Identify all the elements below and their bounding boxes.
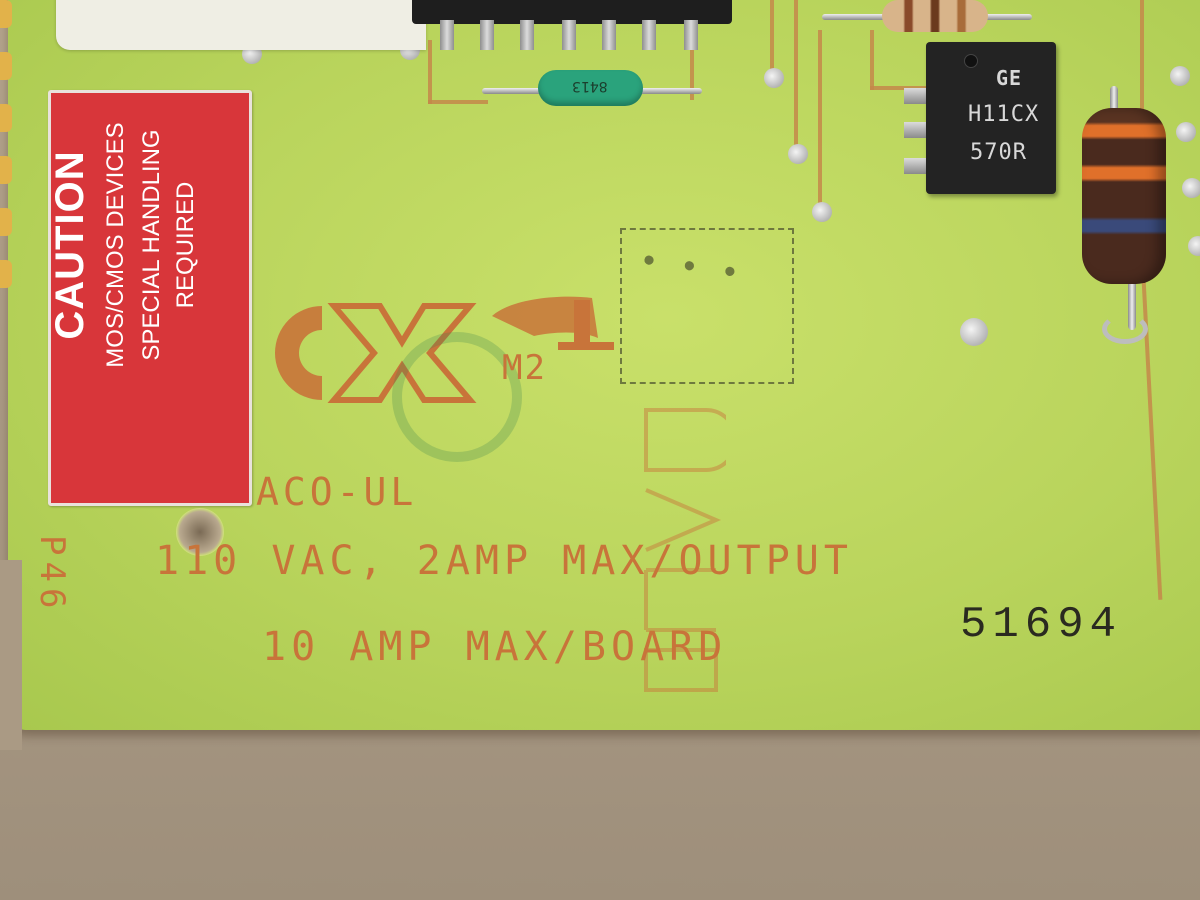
chip-pin [904, 158, 930, 174]
brown-resistor [1082, 108, 1166, 284]
gold-edge-pin [0, 208, 12, 236]
copper-trace [690, 40, 694, 100]
caution-line-3: REQUIRED [172, 181, 199, 309]
copper-trace [870, 86, 930, 90]
caution-line-1: MOS/CMOS DEVICES [102, 122, 129, 368]
board-edge-notch [0, 560, 22, 750]
resistor-marking: 8413 [572, 78, 608, 94]
silkscreen-rating-line-2: 10 AMP MAX/BOARD [262, 624, 728, 670]
tan-resistor [882, 0, 988, 32]
caution-label [48, 90, 252, 506]
ic-pin [520, 20, 534, 50]
white-sticker [56, 0, 426, 50]
copper-trace [1140, 0, 1144, 110]
resistor-lead [1128, 280, 1136, 330]
chip-pin [904, 88, 930, 104]
mounting-hole [176, 508, 224, 556]
optocoupler-chip [926, 42, 1056, 194]
ic-pin [440, 20, 454, 50]
manufacturer-logo [275, 296, 614, 403]
resistor-lead [822, 14, 886, 20]
faint-ink-circle [392, 332, 522, 462]
solder-via [960, 318, 988, 346]
green-resistor [538, 70, 643, 106]
resistor-lead-bend [1102, 314, 1148, 344]
resistor-lead [636, 88, 702, 94]
solder-via [764, 68, 784, 88]
gold-edge-pin [0, 104, 12, 132]
ic-pin [480, 20, 494, 50]
solder-via [812, 202, 832, 222]
silkscreen-side-marking: P46 [32, 535, 72, 615]
resistor-lead [984, 14, 1032, 20]
caution-title: CAUTION [48, 150, 92, 340]
copper-trace [818, 30, 822, 208]
copper-trace [770, 0, 774, 70]
copper-trace [870, 30, 874, 90]
gold-edge-pin [0, 260, 12, 288]
faint-silkscreen-logo [644, 408, 726, 692]
solder-via [1170, 66, 1190, 86]
caution-line-2: SPECIAL HANDLING [138, 129, 165, 361]
gold-edge-pin [0, 0, 12, 28]
inspection-stamp [620, 228, 794, 384]
handwritten-serial: 51694 [960, 600, 1123, 650]
chip-manufacturer: GE [996, 66, 1023, 90]
ic-pin [602, 20, 616, 50]
ic-pin [562, 20, 576, 50]
resistor-lead [1110, 86, 1118, 116]
resistor-lead [482, 88, 544, 94]
gold-edge-pin [0, 156, 12, 184]
copper-trace [794, 0, 798, 150]
copper-trace [428, 40, 432, 104]
chip-code: 570R [970, 140, 1027, 165]
solder-via [788, 144, 808, 164]
chip-pin [904, 122, 930, 138]
solder-via [1188, 236, 1200, 256]
silkscreen-rating-line-1: 110 VAC, 2AMP MAX/OUTPUT [155, 538, 853, 584]
gold-edge-pin [0, 52, 12, 80]
solder-via [1182, 178, 1200, 198]
silkscreen-mark: M2 [502, 348, 547, 388]
silkscreen-code: ACO-UL [256, 470, 418, 514]
pin1-dot [964, 54, 978, 68]
copper-trace [428, 100, 488, 104]
solder-via [1176, 122, 1196, 142]
ic-pin [684, 20, 698, 50]
ic-pin [642, 20, 656, 50]
chip-part-number: H11CX [968, 102, 1040, 127]
